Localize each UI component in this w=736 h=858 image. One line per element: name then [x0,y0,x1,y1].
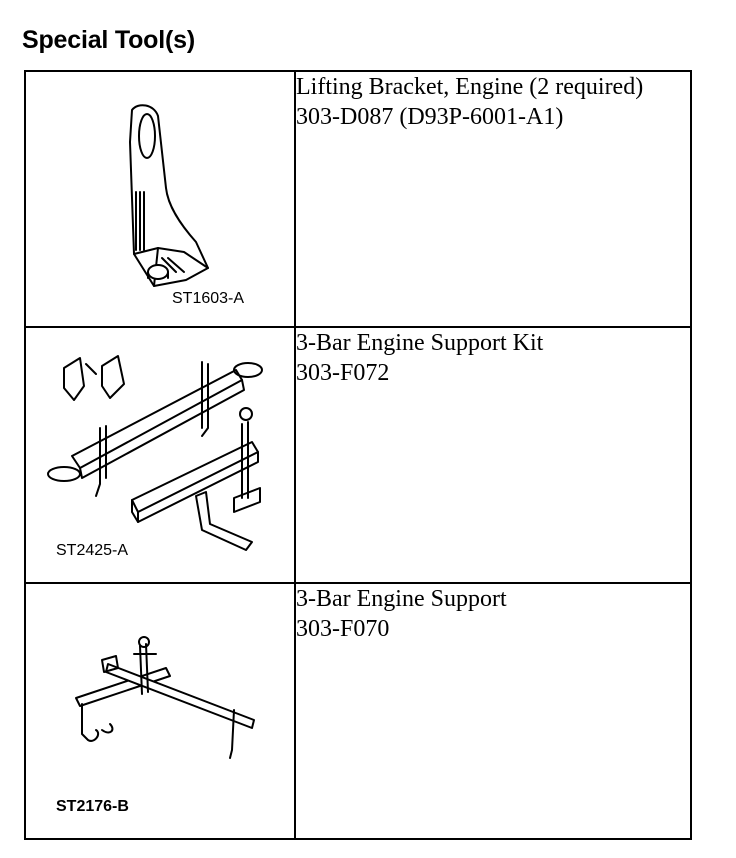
special-tools-table: ST1603-A Lifting Bracket, Engine (2 requ… [24,70,692,840]
table-row: ST1603-A Lifting Bracket, Engine (2 requ… [24,70,692,328]
tool-description-cell: 3-Bar Engine Support 303-F070 [294,582,692,840]
tool-code: ST1603-A [172,290,245,307]
tool-part-number: 303-D087 (D93P-6001-A1) [296,104,564,130]
table-row: ST2425-A 3-Bar Engine Support Kit 303-F0… [24,326,692,584]
tool-description: 3-Bar Engine Support [296,586,507,612]
table-row: ST2176-B 3-Bar Engine Support 303-F070 [24,582,692,840]
lifting-bracket-icon [129,104,209,287]
tool-description: Lifting Bracket, Engine (2 required) [296,74,644,100]
engine-support-icon [75,636,255,759]
engine-support-kit-icon [47,355,263,551]
tool-description-cell: Lifting Bracket, Engine (2 required) 303… [294,70,692,328]
tool-illustration-cell: ST2425-A [24,326,296,584]
tool-part-number: 303-F070 [296,616,390,642]
tool-illustration-cell: ST1603-A [24,70,296,328]
tool-code: ST2176-B [56,798,129,815]
tool-part-number: 303-F072 [296,360,390,386]
tool-description: 3-Bar Engine Support Kit [296,330,544,356]
tool-code: ST2425-A [56,542,129,559]
tool-illustration-cell: ST2176-B [24,582,296,840]
page-title: Special Tool(s) [22,26,195,54]
tool-description-cell: 3-Bar Engine Support Kit 303-F072 [294,326,692,584]
